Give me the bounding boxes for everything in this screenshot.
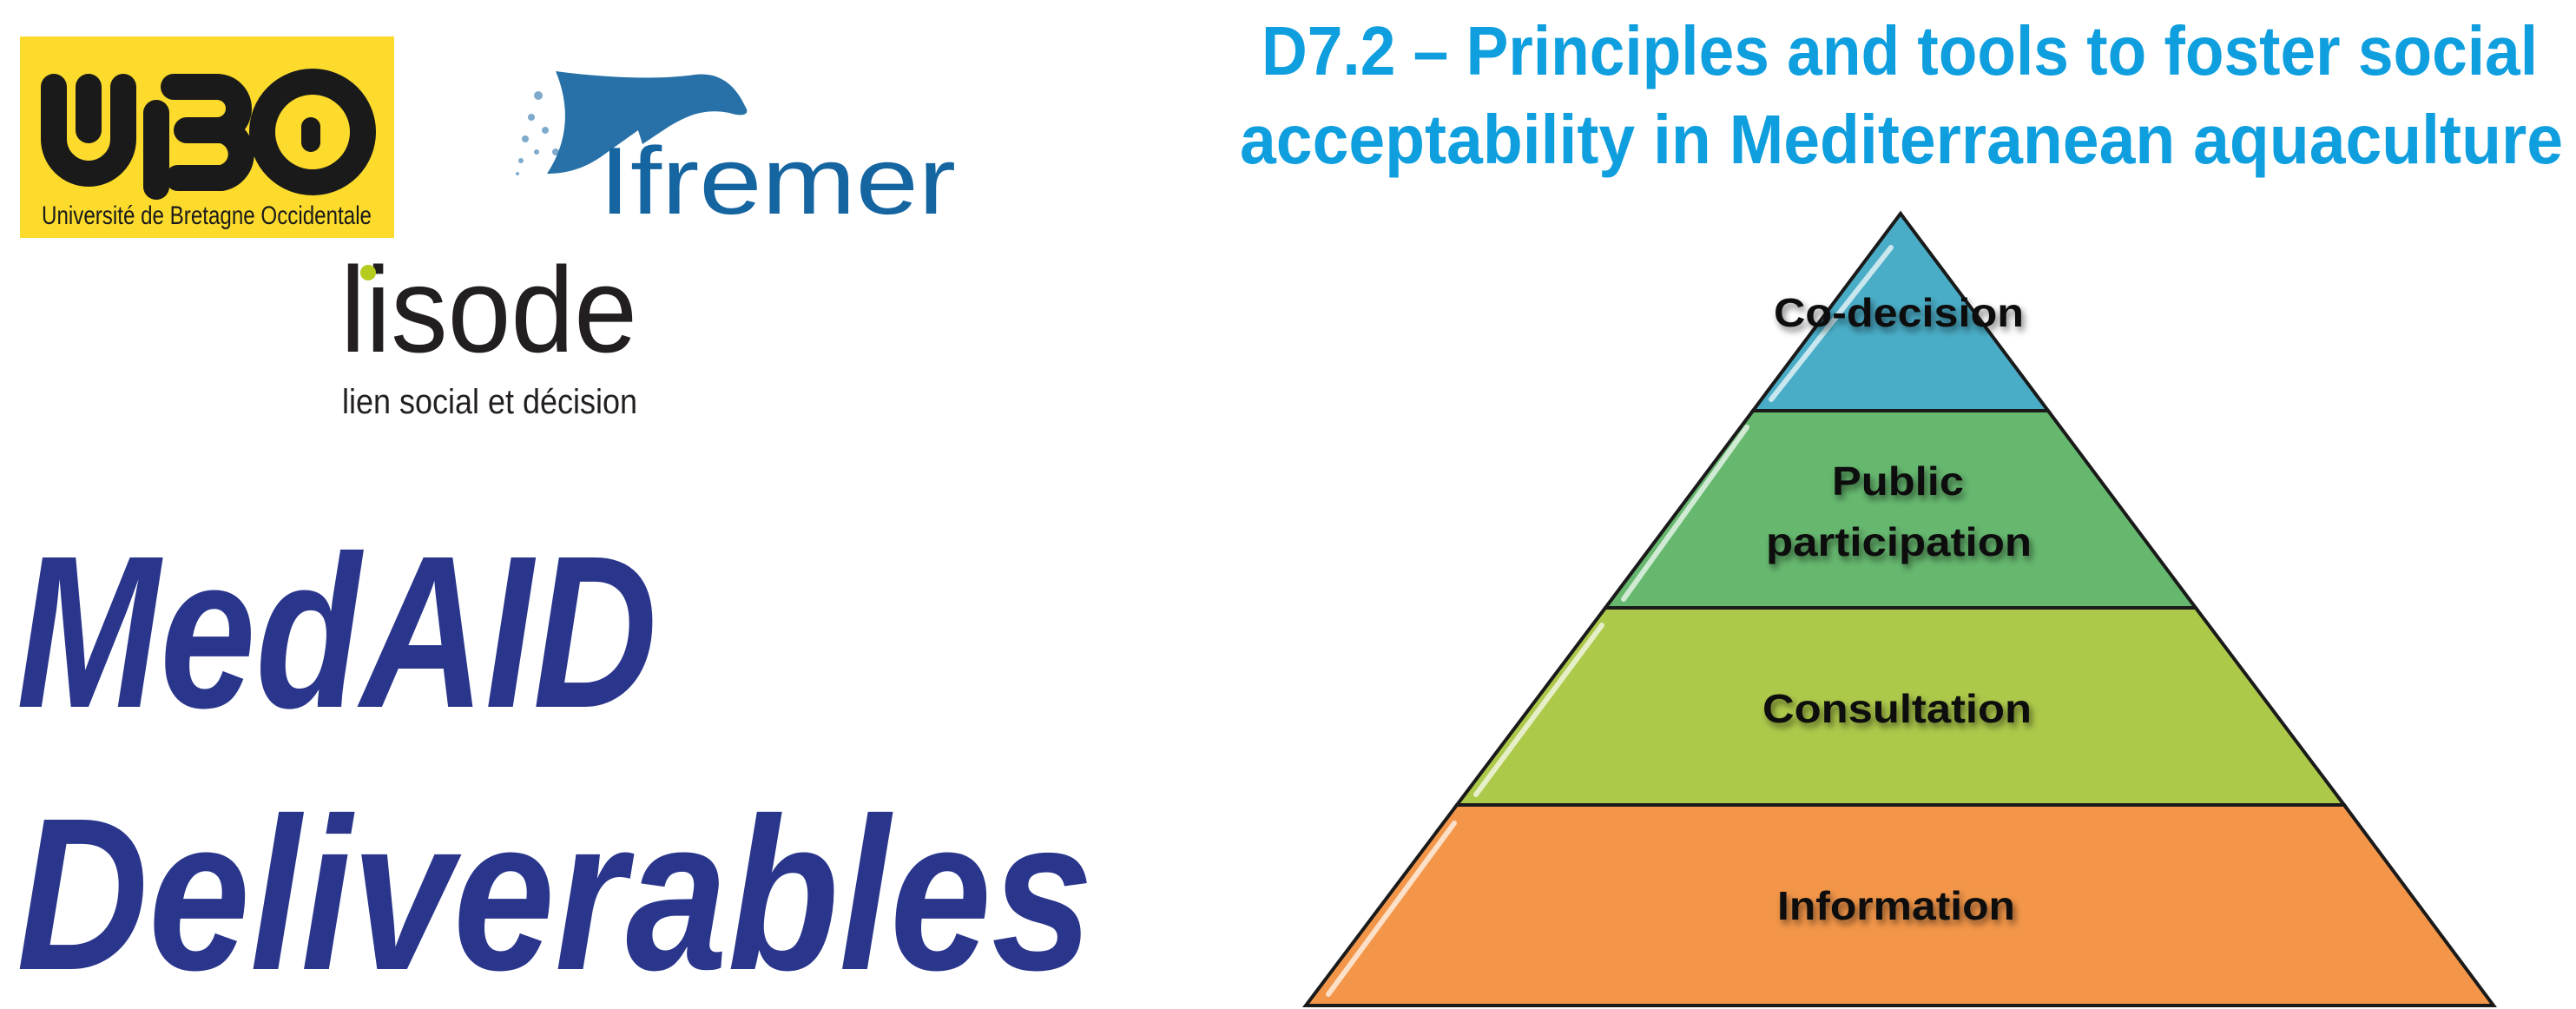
pyramid-highlights (1326, 245, 1894, 997)
headline-line2: Deliverables (16, 773, 1093, 1009)
ubo-logo: Université de Bretagne Occidentale (20, 36, 394, 238)
lisode-dot (360, 265, 376, 280)
tier-label-co-decision: Co-decision (1774, 290, 2024, 335)
participation-pyramid (1301, 210, 2497, 1007)
tier-label-public: Public (1832, 458, 1964, 504)
tier-co-decision (1749, 210, 2052, 412)
ubo-subtitle: Université de Bretagne Occidentale (42, 201, 372, 230)
deliverable-title-line1: D7.2 – Principles and tools to foster so… (1262, 12, 2538, 89)
dolphin-dots (516, 91, 559, 175)
ubo-lettermark (41, 69, 376, 200)
ubo-o-inner (301, 117, 320, 152)
lisode-wordmark: lisode (340, 241, 637, 378)
tier-label-information: Information (1777, 883, 2015, 928)
ifremer-wordmark: Ifremer (599, 128, 956, 234)
lisode-logo: lisode lien social et décision (340, 241, 637, 421)
ifremer-logo: Ifremer (516, 71, 956, 234)
lisode-tagline: lien social et décision (342, 383, 637, 421)
headline-line1: MedAID (16, 511, 657, 753)
tier-label-participation: participation (1766, 519, 2032, 564)
dolphin-icon (547, 71, 748, 174)
tier-label-consultation: Consultation (1762, 686, 2032, 731)
deliverable-title-line2: acceptability in Mediterranean aquacultu… (1240, 101, 2563, 178)
tier-public-participation (1602, 409, 2199, 610)
